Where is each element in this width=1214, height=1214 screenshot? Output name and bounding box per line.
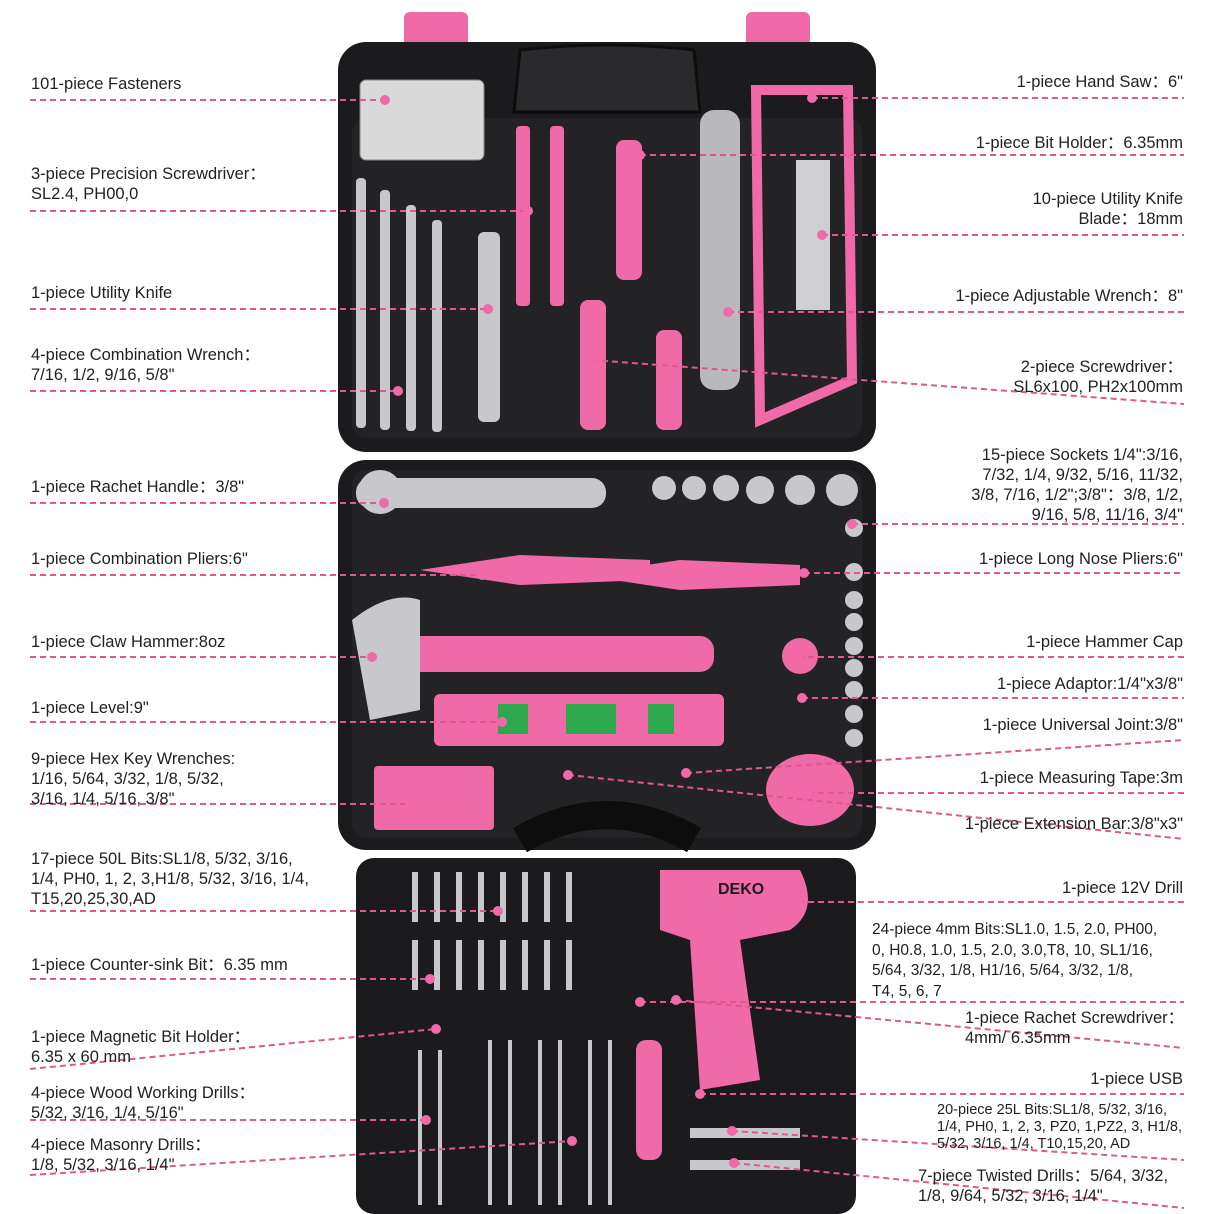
label-wood-drills: 4-piece Wood Working Drills： 5/32, 3/16,… xyxy=(31,1084,256,1122)
label-hex-key: 9-piece Hex Key Wrenches: 1/16, 5/64, 3/… xyxy=(31,750,236,808)
label-rachet-screwdriver: 1-piece Rachet Screwdriver： 4mm/ 6.35mm xyxy=(965,1009,1185,1047)
label-utility-knife: 1-piece Utility Knife xyxy=(31,284,173,302)
label-bits-4mm: 24-piece 4mm Bits:SL1.0, 1.5, 2.0, PH00,… xyxy=(872,921,1158,1000)
label-masonry-drills: 4-piece Masonry Drills： 1/8, 5/32, 3/16,… xyxy=(31,1136,211,1174)
combination-pliers xyxy=(420,555,650,585)
drill xyxy=(660,870,808,1090)
label-drill: 1-piece 12V Drill xyxy=(1061,879,1183,897)
screwdrivers xyxy=(516,126,682,430)
lower-handle xyxy=(513,801,701,853)
label-universal-joint: 1-piece Universal Joint:3/8" xyxy=(982,716,1183,734)
brand-logo: DEKO xyxy=(718,881,764,898)
fasteners-box xyxy=(359,79,485,161)
label-screwdriver-2: 2-piece Screwdriver： SL6x100, PH2x100mm xyxy=(1013,358,1183,396)
label-claw-hammer: 1-piece Claw Hammer:8oz xyxy=(31,633,226,651)
label-adaptor: 1-piece Adaptor:1/4"x3/8" xyxy=(996,675,1183,693)
label-combination-wrench: 4-piece Combination Wrench： 7/16, 1/2, 9… xyxy=(31,346,260,384)
label-usb: 1-piece USB xyxy=(1090,1070,1183,1088)
label-hammer-cap: 1-piece Hammer Cap xyxy=(1026,633,1183,651)
label-fasteners: 101-piece Fasteners xyxy=(31,75,182,93)
label-measuring-tape: 1-piece Measuring Tape:3m xyxy=(979,769,1183,787)
label-counter-sink: 1-piece Counter-sink Bit：6.35 mm xyxy=(31,956,288,974)
label-extension-bar: 1-piece Extension Bar:3/8"x3" xyxy=(964,815,1183,833)
drill-bits xyxy=(418,1040,612,1205)
label-long-nose-pliers: 1-piece Long Nose Pliers:6" xyxy=(979,550,1183,568)
label-hand-saw: 1-piece Hand Saw：6" xyxy=(1016,73,1183,91)
utility-knife xyxy=(478,232,500,422)
bits-50l xyxy=(412,872,572,990)
label-precision-screwdriver: 3-piece Precision Screwdriver： SL2.4, PH… xyxy=(31,165,266,203)
ratchet xyxy=(356,478,606,508)
leader-lines xyxy=(29,97,1185,1209)
hammer-handle xyxy=(370,636,714,672)
long-nose-pliers xyxy=(580,560,800,590)
label-rachet-handle: 1-piece Rachet Handle：3/8" xyxy=(31,478,245,496)
case-handle xyxy=(512,43,702,114)
leader-dots xyxy=(367,93,857,1168)
hammer-head xyxy=(352,597,420,720)
hex-keys xyxy=(374,766,494,830)
label-bits-50l: 17-piece 50L Bits:SL1/8, 5/32, 3/16, 1/4… xyxy=(31,850,309,908)
label-magnetic-bit-holder: 1-piece Magnetic Bit Holder： 6.35 x 60 m… xyxy=(31,1028,251,1066)
rachet-screwdriver xyxy=(636,1040,662,1160)
adjustable-wrench xyxy=(700,110,740,390)
label-level: 1-piece Level:9" xyxy=(31,699,149,717)
label-bit-holder: 1-piece Bit Holder：6.35mm xyxy=(975,134,1183,152)
label-combination-pliers: 1-piece Combination Pliers:6" xyxy=(31,550,248,568)
sockets xyxy=(652,474,863,747)
label-twisted-drills: 7-piece Twisted Drills：5/64, 3/32, 1/8, … xyxy=(918,1167,1169,1205)
label-adjustable-wrench: 1-piece Adjustable Wrench：8" xyxy=(955,287,1183,305)
label-sockets: 15-piece Sockets 1/4":3/16, 7/32, 1/4, 9… xyxy=(971,446,1183,524)
label-knife-blade: 10-piece Utility Knife Blade：18mm xyxy=(1032,190,1183,228)
label-bits-25l: 20-piece 25L Bits:SL1/8, 5/32, 3/16, 1/4… xyxy=(937,1102,1183,1152)
combination-wrenches xyxy=(356,178,442,432)
